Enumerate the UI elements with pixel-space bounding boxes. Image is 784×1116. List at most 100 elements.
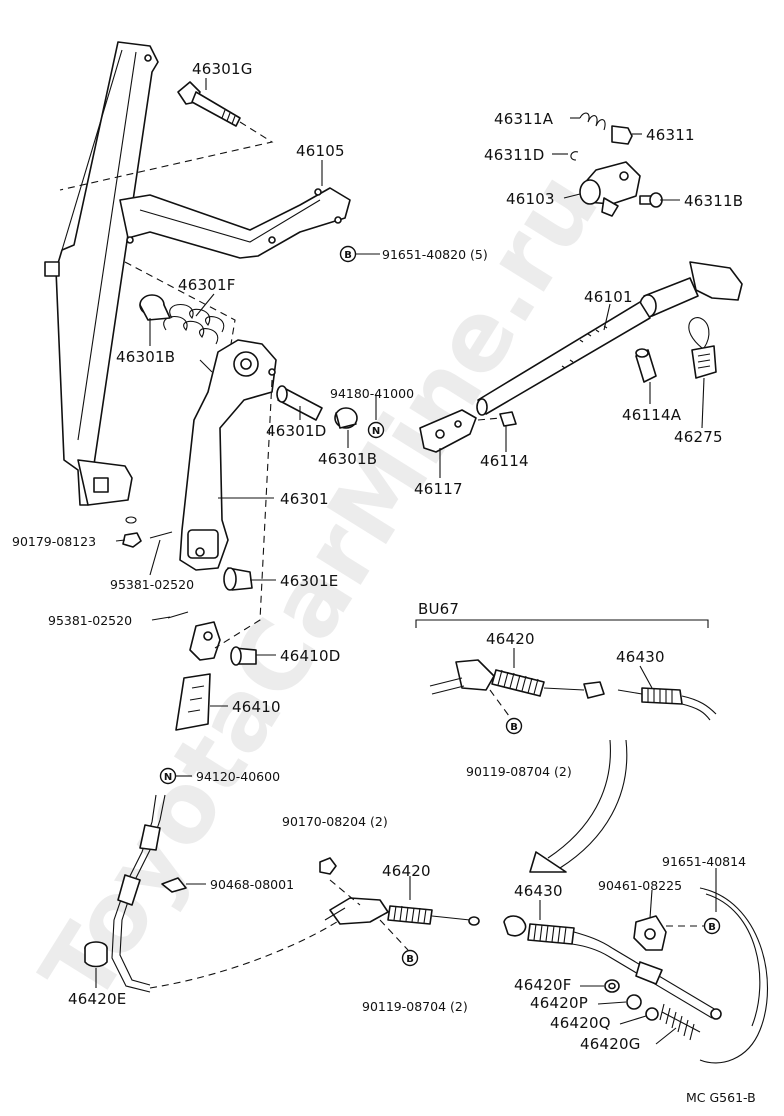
part-labels: 46301G 46105 91651-40820 (5) 46301F 4630… [12, 60, 756, 1105]
svg-text:N: N [164, 772, 172, 783]
label-90119-08704-bu67: 90119-08704 (2) [466, 764, 572, 779]
label-46311: 46311 [646, 126, 695, 144]
pin-46114 [477, 411, 517, 427]
brake-cable-end [607, 947, 722, 1020]
nut-90179-08123 [122, 516, 142, 548]
label-90468-08001: 90468-08001 [210, 877, 294, 892]
symbol-b-marker: B [703, 917, 721, 935]
svg-text:B: B [510, 722, 518, 733]
label-90119-08704-lower: 90119-08704 (2) [362, 999, 468, 1014]
spring-46301F [163, 303, 225, 373]
tag-46275 [688, 317, 717, 379]
bushing-46301B-upper [139, 294, 171, 321]
label-46311B: 46311B [684, 192, 743, 210]
svg-text:B: B [406, 954, 414, 965]
label-46117: 46117 [414, 480, 463, 498]
leader-dash [214, 379, 273, 649]
label-46311A: 46311A [494, 110, 554, 128]
pin-46301D [276, 385, 323, 421]
symbol-b-marker: B [505, 717, 523, 735]
label-94120-40600: 94120-40600 [196, 769, 280, 784]
symbol-n-marker: N [367, 421, 385, 439]
lever-46301 [179, 339, 277, 571]
label-bu67: BU67 [418, 600, 459, 618]
cable-46430-bu67 [617, 687, 717, 721]
spring-46420G [659, 1003, 701, 1041]
label-46420P: 46420P [530, 994, 588, 1012]
label-91651-40820: 91651-40820 (5) [382, 247, 488, 262]
label-46410D: 46410D [280, 647, 340, 665]
bracket-46105 [119, 187, 351, 259]
cable-46420-lower [324, 879, 480, 951]
leader-lines [95, 78, 717, 1045]
clip-46311D [570, 151, 579, 161]
lock-plate-46117 [419, 409, 477, 453]
label-46114A: 46114A [622, 406, 682, 424]
drum-backing-plate [699, 887, 769, 1064]
bolt-46301G [177, 81, 241, 127]
cotter-pin-icon [149, 531, 173, 539]
label-46420E: 46420E [68, 990, 126, 1008]
label-46301B-lower: 46301B [318, 450, 377, 468]
handle-46101 [476, 261, 743, 416]
bolt-46311B [639, 192, 663, 208]
pin-46311 [611, 125, 633, 145]
bracket-46103 [579, 161, 641, 217]
support-bracket [44, 41, 159, 506]
grommet-46420E [84, 941, 108, 968]
cable-46430-lower [503, 915, 613, 957]
clip-90461-08225 [633, 915, 667, 951]
label-46301D: 46301D [266, 422, 326, 440]
label-46420-lower: 46420 [382, 862, 431, 880]
label-46301F: 46301F [178, 276, 236, 294]
bushing-46420P [626, 994, 642, 1010]
label-90179-08123: 90179-08123 [12, 534, 96, 549]
label-95381-02520-upper: 95381-02520 [110, 577, 194, 592]
clevis-46410 [175, 621, 221, 731]
washer-46420F [604, 979, 620, 993]
label-46420Q: 46420Q [550, 1014, 611, 1032]
label-46420G: 46420G [580, 1035, 641, 1053]
nut-90170-08204 [319, 857, 337, 875]
label-46420F: 46420F [514, 976, 572, 994]
label-90170-08204: 90170-08204 (2) [282, 814, 388, 829]
ring-46420Q [645, 1007, 659, 1021]
label-46301: 46301 [280, 490, 329, 508]
label-46114: 46114 [480, 452, 529, 470]
cable-46420-bu67 [429, 659, 605, 721]
spring-46311A [579, 112, 606, 131]
label-46105: 46105 [296, 142, 345, 160]
label-46420-bu67: 46420 [486, 630, 535, 648]
label-94180-41000: 94180-41000 [330, 386, 414, 401]
svg-text:N: N [372, 426, 380, 437]
label-46301B-upper: 46301B [116, 348, 175, 366]
symbol-b-marker: B [401, 949, 419, 967]
direction-arrow-icon [529, 739, 628, 873]
label-95381-02520-lower: 95381-02520 [48, 613, 132, 628]
label-46410: 46410 [232, 698, 281, 716]
figure-code: MC G561-B [686, 1090, 756, 1105]
label-46301E: 46301E [280, 572, 338, 590]
svg-text:B: B [344, 250, 352, 261]
leader-dash [124, 261, 236, 351]
pin-46301E [223, 567, 253, 591]
bu67-section-bracket [415, 619, 709, 628]
cap-46114A [635, 348, 657, 383]
clip-90468-08001 [161, 877, 187, 893]
pin-46410D [230, 646, 257, 666]
svg-text:B: B [708, 922, 716, 933]
leader-dash [59, 121, 274, 191]
label-46311D: 46311D [484, 146, 544, 164]
label-46103: 46103 [506, 190, 555, 208]
label-46101: 46101 [584, 288, 633, 306]
cotter-pin-icon [167, 611, 189, 619]
label-90461-08225: 90461-08225 [598, 878, 682, 893]
label-46275: 46275 [674, 428, 723, 446]
label-91651-40814: 91651-40814 [662, 854, 746, 869]
bushing-46301B-lower [334, 407, 358, 429]
label-46430-bu67: 46430 [616, 648, 665, 666]
label-46430-lower: 46430 [514, 882, 563, 900]
symbol-b-marker: B [339, 245, 357, 263]
label-46301G: 46301G [192, 60, 253, 78]
